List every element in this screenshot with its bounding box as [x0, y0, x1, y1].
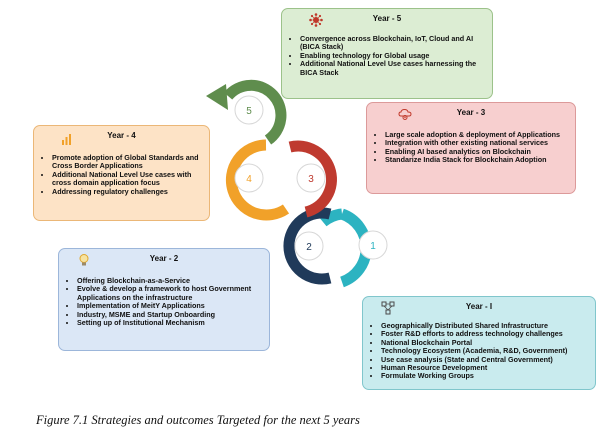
network-nodes-icon — [381, 301, 395, 315]
year-1-item: Geographically Distributed Shared Infras… — [381, 321, 587, 330]
step-1-label: 1 — [370, 241, 376, 252]
spiral-segment-5 — [223, 79, 287, 145]
year-3-item: Standarize India Stack for Blockchain Ad… — [385, 155, 567, 164]
step-2-label: 2 — [306, 242, 312, 253]
year-1-item: Human Resource Development — [381, 363, 587, 372]
step-3-label: 3 — [308, 174, 314, 185]
year-1-title: Year - I — [465, 302, 493, 311]
year-1-item: Technology Ecosystem (Academia, R&D, Gov… — [381, 346, 587, 355]
year-1-item: National Blockchain Portal — [381, 338, 587, 347]
year-3-box: Year - 3 Large scale adoption & deployme… — [366, 102, 576, 194]
year-5-item: Enabling technology for Global usage — [300, 51, 484, 60]
network-hub-icon — [309, 13, 323, 27]
step-1-circle — [358, 230, 388, 260]
year-5-box: Year - 5 Convergence across Blockchain, … — [281, 8, 493, 99]
step-3-circle — [296, 163, 326, 193]
year-2-item: Offering Blockchain-as-a-Service — [77, 276, 261, 285]
year-2-item: Evolve & develop a framework to host Gov… — [77, 285, 261, 302]
year-2-item: Setting up of Institutional Mechanism — [77, 318, 261, 327]
year-4-box: Year - 4 Promote adoption of Global Stan… — [33, 125, 210, 221]
spiral-arrowhead — [206, 84, 228, 110]
year-2-item: Industry, MSME and Startup Onboarding — [77, 310, 261, 319]
lightbulb-icon — [79, 254, 89, 266]
year-3-title: Year - 3 — [456, 108, 486, 117]
bar-chart-icon — [62, 134, 71, 145]
year-2-item: Implementation of MeitY Applications — [77, 301, 261, 310]
year-3-item: Enabling AI based analytics on Blockchai… — [385, 147, 567, 156]
step-5-label: 5 — [246, 106, 252, 117]
step-2-circle — [294, 231, 324, 261]
figure-caption: Figure 7.1 Strategies and outcomes Targe… — [36, 413, 360, 427]
gear-cloud-icon — [398, 108, 412, 120]
year-5-item: Additional National Level Use cases harn… — [300, 60, 484, 77]
year-2-box: Year - 2 Offering Blockchain-as-a-Servic… — [58, 248, 270, 351]
year-5-title: Year - 5 — [372, 14, 402, 23]
year-4-title: Year - 4 — [107, 131, 136, 140]
year-1-item: Use case analysis (State and Central Gov… — [381, 355, 587, 364]
spiral-segment-4 — [225, 139, 290, 221]
year-3-item: Large scale adoption & deployment of App… — [385, 130, 567, 139]
step-5-circle — [234, 95, 264, 125]
step-4-circle — [234, 163, 264, 193]
year-4-item: Promote adoption of Global Standards and… — [52, 153, 201, 171]
year-1-item: Formulate Working Groups — [381, 372, 587, 381]
year-1-box: Year - I Geographically Distributed Shar… — [362, 296, 596, 390]
year-4-item: Addressing regulatory challenges — [52, 187, 201, 196]
year-1-item: Foster R&D efforts to address technology… — [381, 329, 587, 338]
year-4-item: Additional National Level Use cases with… — [52, 170, 201, 188]
spiral-segment-3 — [288, 140, 337, 218]
step-4-label: 4 — [246, 174, 252, 185]
year-2-title: Year - 2 — [149, 254, 179, 263]
year-5-item: Convergence across Blockchain, IoT, Clou… — [300, 34, 484, 52]
year-3-item: Integration with other existing national… — [385, 138, 567, 147]
